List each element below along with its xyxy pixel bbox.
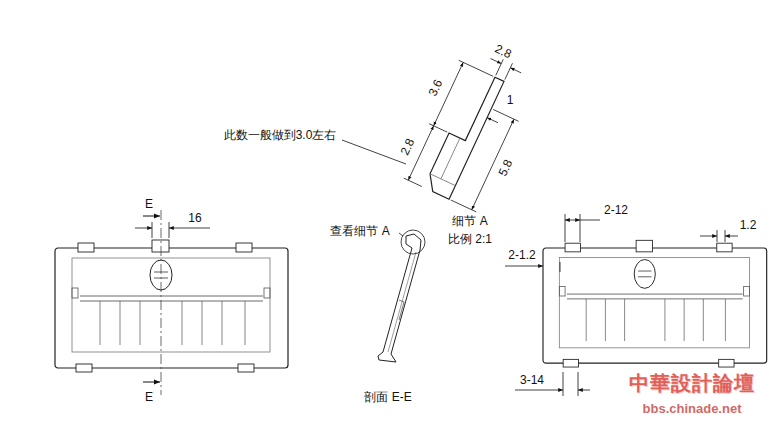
detail-callout: 查看细节 A <box>329 225 390 238</box>
watermark: 中華設計論壇 <box>628 372 756 394</box>
front-view <box>55 240 288 372</box>
dimension-text: 2-1.2 <box>507 249 536 262</box>
back-view <box>543 240 767 367</box>
note-text: 此数一般做到3.0左右 <box>223 129 338 142</box>
dimension-text: 3-14 <box>519 374 545 387</box>
dimension-text: 3.6 <box>426 77 446 100</box>
dimension-text: 16 <box>187 212 202 225</box>
detail-view <box>404 42 540 212</box>
dimension-text: 2-12 <box>603 204 629 217</box>
dimension-text: 1 <box>506 94 515 107</box>
section-title: 剖面 E-E <box>363 391 412 404</box>
dimension-text: 1.2 <box>739 219 758 232</box>
section-mark: E <box>144 198 154 211</box>
watermark: bbs.chinade.net <box>642 402 743 416</box>
scale-text: 比例 2:1 <box>447 233 493 246</box>
dimension-text: 5.8 <box>496 157 516 180</box>
dimension-text: 2.8 <box>398 136 418 159</box>
section-view <box>378 230 425 362</box>
section-mark: E <box>144 391 154 404</box>
detail-title: 细节 A <box>451 215 488 228</box>
dimension-text: 2.8 <box>492 42 515 62</box>
